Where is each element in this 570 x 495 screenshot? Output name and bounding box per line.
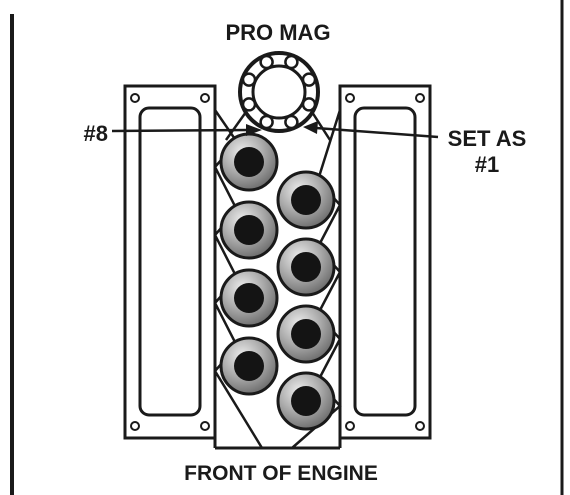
distributor-terminal [284,114,299,130]
right-bank-plate [338,84,432,440]
bolt-hole [200,421,210,431]
distributor-terminal [301,72,317,87]
cylinder-group [219,132,336,431]
left-bank-plate [123,84,217,440]
bolt-hole [130,421,140,431]
front-of-engine-label: FRONT OF ENGINE [184,462,378,485]
engine-valley [213,438,342,450]
arrow-cyl8 [111,124,262,136]
plug-wire-path [224,111,248,141]
plug-wire-path [310,111,332,141]
cylinder-left-2 [219,200,279,260]
cylinder-bore [291,252,321,282]
distributor-terminal [241,72,257,87]
distributor-cap [238,51,320,133]
distributor-terminals [241,54,317,130]
cylinder-left-3 [219,268,279,328]
bolt-hole [200,93,210,103]
bolt-hole [415,421,425,431]
bolt-hole [345,421,355,431]
cylinder-bore [234,147,264,177]
arrow-set-as-1 [303,121,439,139]
distributor-terminal [259,114,274,130]
set-as-label: SET AS [448,126,527,151]
cylinder-left-1 [219,132,279,192]
cylinder-8-label: #8 [84,121,108,146]
cylinder-bore [234,351,264,381]
set-as-number-label: #1 [475,152,499,177]
distributor-terminal [259,54,274,70]
cylinder-bore [291,185,321,215]
cylinder-right-2 [276,237,336,297]
cylinder-right-3 [276,304,336,364]
cylinder-right-4 [276,371,336,431]
distributor-terminal [284,54,299,70]
cylinder-bore [234,283,264,313]
distributor-terminal [301,97,317,112]
cylinder-right-1 [276,170,336,230]
distributor-terminal [241,97,257,112]
bolt-hole [415,93,425,103]
bolt-hole [130,93,140,103]
cylinder-left-4 [219,336,279,396]
cylinder-bore [291,386,321,416]
cylinder-bore [291,319,321,349]
bolt-hole [345,93,355,103]
cylinder-bore [234,215,264,245]
diagram-title: PRO MAG [225,20,330,45]
